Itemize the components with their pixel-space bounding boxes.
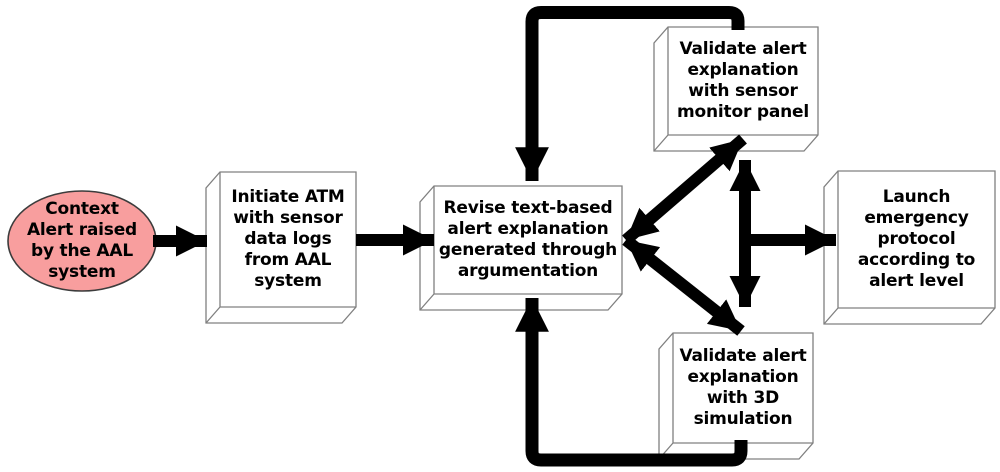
launch-protocol-label: Launch emergency protocol according to a… bbox=[857, 187, 976, 291]
arrow-revise-validate-sensor bbox=[622, 134, 747, 245]
revise-explanation-label: Revise text-based alert explanation gene… bbox=[438, 198, 618, 281]
feedback-loop-top bbox=[515, 6, 745, 181]
revise-explanation-box bbox=[419, 185, 623, 311]
initiate-atm-label: Initiate ATM with sensor data logs from … bbox=[231, 187, 345, 291]
launch-protocol-box bbox=[823, 170, 996, 325]
validate-3d-simulation-label: Validate alert explanation with 3D simul… bbox=[679, 346, 807, 429]
context-alert-label: Context Alert raised by the AAL system bbox=[26, 199, 138, 282]
arrow-revise-validate-3d bbox=[622, 235, 745, 336]
feedback-loop-bottom bbox=[515, 298, 748, 467]
validate-sensor-panel-label: Validate alert explanation with sensor m… bbox=[677, 39, 809, 122]
initiate-atm-box bbox=[205, 171, 357, 324]
